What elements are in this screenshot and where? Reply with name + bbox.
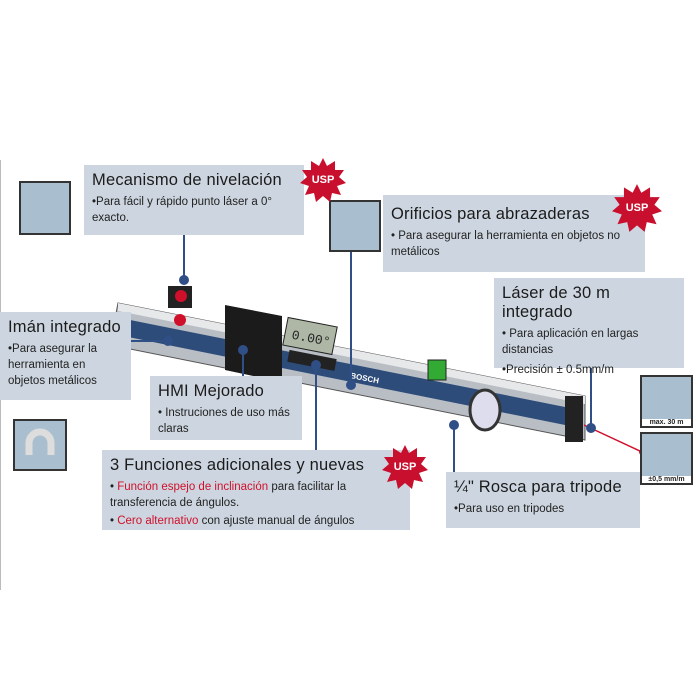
callout-title: ¼" Rosca para tripode [454, 478, 622, 496]
keypad [287, 349, 337, 371]
lcd-display [282, 316, 338, 356]
range-thumbnail: max. 30 m [640, 375, 693, 428]
callout-nivelacion: Mecanismo de nivelación •Para fácil y rá… [84, 165, 304, 235]
accuracy-thumbnail: ±0,5 mm/m [640, 432, 693, 485]
usp-label: USP [625, 202, 649, 214]
callout-text: para facilitar la transferencia de ángul… [110, 481, 347, 509]
callout-text: •Para uso en tripodes [454, 503, 565, 515]
round-vial [468, 388, 502, 432]
usp-badge: USP [300, 157, 346, 203]
callout-title: Láser de 30 m integrado [502, 284, 611, 321]
display-value: 0.00° [290, 328, 331, 350]
callout-title: Mecanismo de nivelación [92, 171, 282, 189]
callout-text: • Instruciones de uso más claras [158, 407, 290, 435]
callout-title: Imán integrado [8, 318, 121, 336]
callout-laser: Láser de 30 m integrado • Para aplicació… [494, 278, 684, 376]
callout-rosca: ¼" Rosca para tripode •Para uso en tripo… [446, 472, 640, 528]
usp-badge: USP [612, 183, 662, 233]
usp-badge: USP [382, 444, 428, 490]
callout-title: 3 Funciones adicionales y nuevas [110, 456, 365, 474]
callout-text: • Para aplicación en largas distancias [502, 328, 639, 356]
callout-text: con ajuste manual de ángulos [198, 515, 355, 527]
leveling-thumbnail [19, 181, 71, 235]
callout-orificios: Orificios para abrazaderas • Para asegur… [383, 195, 645, 272]
callout-bullet-2: • Cero alternativo con ajuste manual de … [110, 515, 355, 527]
callout-hmi: HMI Mejorado • Instruciones de uso más c… [150, 376, 302, 440]
display-housing [225, 305, 282, 382]
callout-text: • Para asegurar la herramienta en objeto… [391, 230, 621, 258]
connector-lines [131, 205, 596, 472]
usp-label: USP [311, 174, 335, 186]
accuracy-label: ±0,5 mm/m [642, 476, 691, 483]
callout-text: •Para fácil y rápido punto láser a 0° ex… [92, 196, 272, 224]
clamp-thumbnail [329, 200, 381, 252]
highlight-text: Cero alternativo [117, 515, 199, 527]
callout-text: •Para asegurar la herramienta en objetos… [8, 343, 98, 387]
callout-bullet-1: • Función espejo de inclinación para fac… [110, 481, 347, 509]
callout-iman: Imán integrado •Para asegurar la herrami… [0, 312, 131, 400]
highlight-text: Función espejo de inclinación [117, 481, 269, 493]
usp-label: USP [393, 461, 417, 473]
vial [427, 359, 447, 381]
callout-funciones: 3 Funciones adicionales y nuevas • Funci… [102, 450, 410, 530]
callout-title: HMI Mejorado [158, 382, 265, 400]
callout-text: •Precisión ± 0.5mm/m [502, 364, 614, 376]
range-label: max. 30 m [642, 419, 691, 426]
magnet-icon [13, 419, 67, 471]
callout-title: Orificios para abrazaderas [391, 205, 590, 223]
